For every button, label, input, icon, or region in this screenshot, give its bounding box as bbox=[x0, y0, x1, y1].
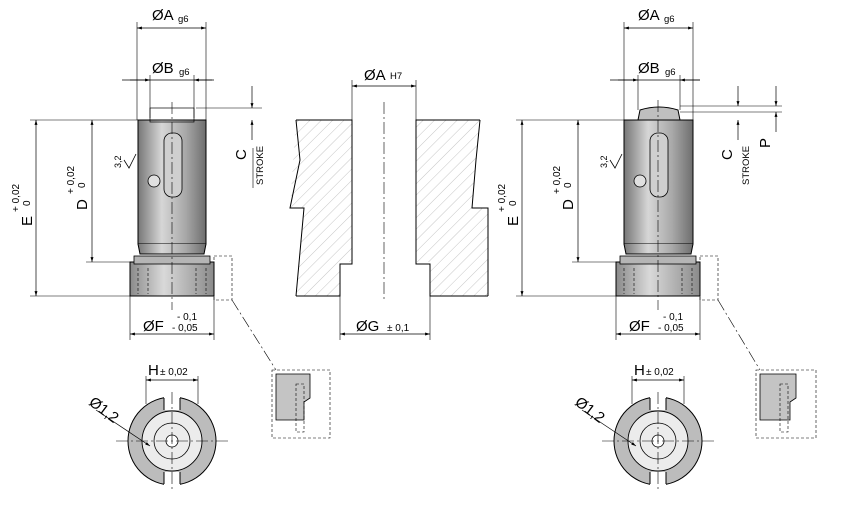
r-roughness-value: 3,2 bbox=[599, 155, 609, 168]
dim-hole-label: Ø1,2 bbox=[86, 394, 122, 427]
r-dim-F-tol-upper: - 0,1 bbox=[663, 312, 683, 323]
r-dim-D-tol-lower: 0 bbox=[563, 182, 574, 188]
right-view: ØA g6 ØB g6 3,2 E + 0,02 0 D bbox=[497, 7, 817, 492]
dim-P-label: P bbox=[757, 138, 774, 148]
r-dim-D-tol-upper: + 0,02 bbox=[552, 165, 563, 194]
dim-F-tol-upper: - 0,1 bbox=[177, 312, 197, 323]
dim-F-tol-lower: - 0,05 bbox=[172, 323, 198, 334]
r-dim-hole-label: Ø1,2 bbox=[572, 394, 608, 427]
dim-F-label: ØF bbox=[143, 318, 164, 335]
dim-H-label: H bbox=[148, 362, 159, 379]
r-dim-B-label: ØB bbox=[638, 60, 660, 77]
r-dim-F-label: ØF bbox=[629, 318, 650, 335]
r-dim-F-tol-lower: - 0,05 bbox=[658, 323, 684, 334]
dim-B-tolerance: g6 bbox=[179, 67, 190, 78]
r-dim-E-label: E bbox=[505, 216, 522, 226]
left-view: ØA g6 ØB g6 3,2 E + 0,02 bbox=[11, 7, 331, 492]
bore-A-label: ØA bbox=[364, 67, 386, 84]
r-dim-H-tol: ± 0,02 bbox=[646, 367, 674, 378]
dim-E-tol-lower: 0 bbox=[22, 200, 33, 206]
dim-A-tolerance: g6 bbox=[178, 14, 189, 25]
pin-hole bbox=[147, 174, 161, 188]
pin-slot bbox=[163, 132, 183, 198]
dim-D-tol-lower: 0 bbox=[77, 182, 88, 188]
dim-B-label: ØB bbox=[152, 60, 174, 77]
dim-C-stroke: STROKE bbox=[255, 146, 266, 185]
r-dim-A-tolerance: g6 bbox=[664, 14, 675, 25]
right-bottom-view: H ± 0,02 Ø1,2 bbox=[572, 362, 714, 492]
r-dim-E-tol-upper: + 0,02 bbox=[497, 183, 508, 212]
dim-C-label: C bbox=[233, 149, 250, 160]
center-view: ØA H7 ØG ± 0,1 bbox=[289, 67, 489, 340]
dim-E-label: E bbox=[19, 216, 36, 226]
dim-E-tol-upper: + 0,02 bbox=[11, 183, 22, 212]
r-dim-D-label: D bbox=[560, 199, 577, 210]
bore-A-tolerance: H7 bbox=[390, 71, 402, 82]
r-dim-A-label: ØA bbox=[638, 7, 660, 24]
roughness-value: 3,2 bbox=[113, 155, 123, 168]
dim-H-tol: ± 0,02 bbox=[160, 367, 188, 378]
left-bottom-view: H ± 0,02 Ø1,2 bbox=[86, 362, 228, 492]
dim-A-label: ØA bbox=[152, 7, 174, 24]
dim-D-label: D bbox=[74, 199, 91, 210]
dim-G-tol: ± 0,1 bbox=[387, 323, 410, 334]
r-dim-H-label: H bbox=[634, 362, 645, 379]
r-dim-C-stroke: STROKE bbox=[741, 146, 752, 185]
r-dim-B-tolerance: g6 bbox=[665, 67, 676, 78]
r-dim-C-label: C bbox=[719, 149, 736, 160]
dim-D-tol-upper: + 0,02 bbox=[66, 165, 77, 194]
r-dim-E-tol-lower: 0 bbox=[508, 200, 519, 206]
dim-G-label: ØG bbox=[356, 318, 379, 335]
